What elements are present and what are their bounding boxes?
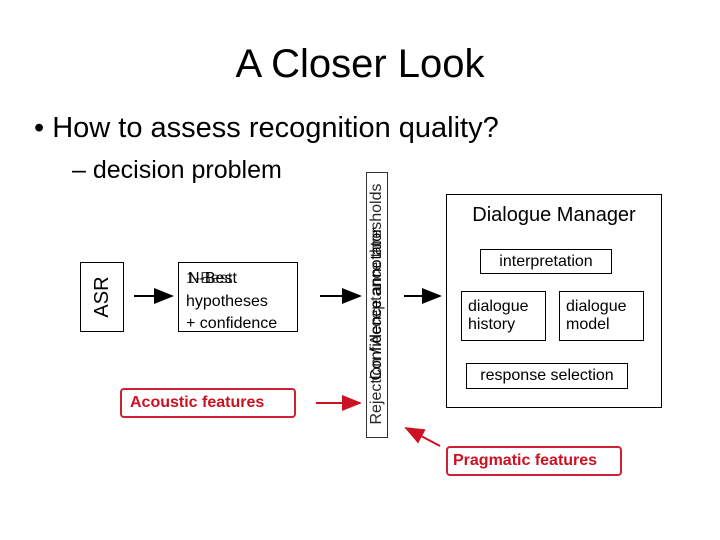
bullet-text: How to assess recognition quality? (52, 112, 499, 144)
dialogue-model-label: dialogue model (566, 298, 627, 333)
response-selection-label: response selection (480, 367, 614, 384)
arrow-pragmatic-to-annotator (404, 427, 441, 447)
bullet-dot: • (34, 112, 53, 144)
interpretation-box (480, 249, 612, 274)
dialogue-manager-box (446, 194, 662, 408)
hypothesis-line-1: N-Best (188, 270, 237, 287)
annotator-box (366, 172, 388, 438)
pragmatic-features-box (446, 446, 622, 476)
pragmatic-features-label: Pragmatic features (453, 452, 598, 469)
asr-box (80, 262, 124, 332)
acoustic-features-box (120, 388, 296, 418)
acoustic-features-label: Acoustic features (130, 394, 265, 411)
dialogue-history-box (461, 291, 546, 341)
dialogue-manager-title: Dialogue Manager (472, 204, 636, 226)
sub-bullet: – decision problem (72, 156, 282, 184)
dialogue-history-label: dialogue history (468, 298, 529, 333)
bullet-point: • How to assess recognition quality? (34, 112, 499, 145)
hypothesis-box (178, 262, 298, 332)
slide-title: A Closer Look (235, 42, 485, 86)
interpretation-label: interpretation (499, 253, 593, 270)
dialogue-model-box (559, 291, 644, 341)
response-selection-box (466, 363, 628, 389)
hypothesis-line-2: hypotheses (186, 293, 268, 310)
hypothesis-line-3: + confidence (186, 315, 278, 332)
hypothesis-overlap-text: 1-Best (186, 270, 233, 287)
